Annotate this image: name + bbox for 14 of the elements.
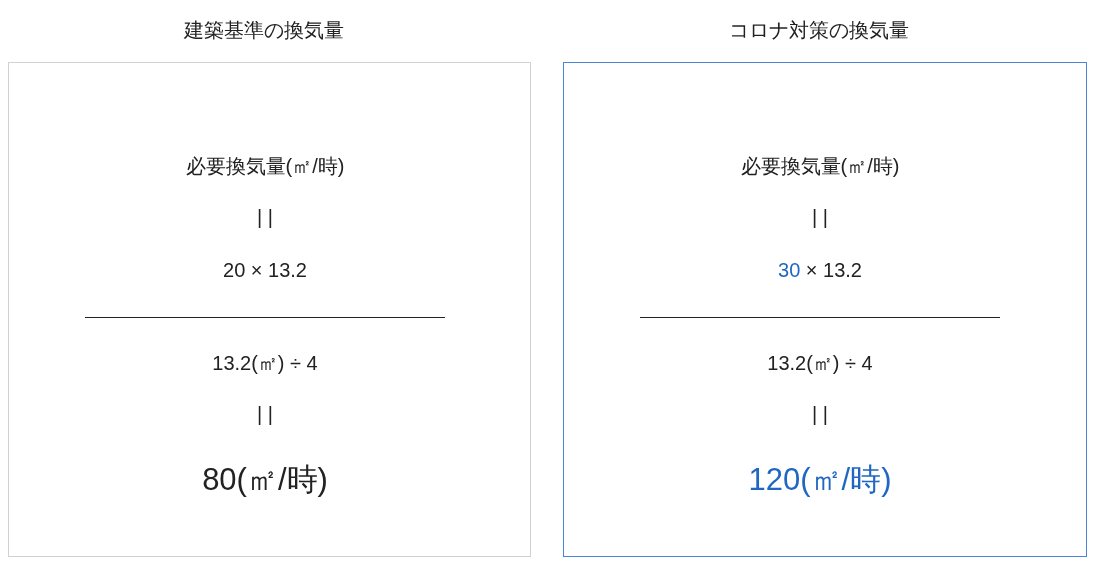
formula-text: 必要換気量(㎡/時) bbox=[185, 154, 345, 178]
formula-text: 20 × 13.2 bbox=[223, 258, 307, 282]
result-text: 80(㎡/時) bbox=[202, 462, 328, 498]
result-text: 120(㎡/時) bbox=[748, 462, 892, 498]
formula-text: 30 × 13.2 bbox=[778, 258, 862, 282]
equals-sign: | | bbox=[257, 205, 273, 229]
panel-heading: コロナ対策の換気量 bbox=[729, 18, 909, 42]
formula-text: 13.2(㎡) ÷ 4 bbox=[212, 351, 318, 375]
formula-text: 必要換気量(㎡/時) bbox=[740, 154, 900, 178]
equals-sign: | | bbox=[257, 402, 273, 426]
equals-sign: | | bbox=[812, 402, 828, 426]
panel-heading: 建築基準の換気量 bbox=[184, 18, 344, 42]
formula-text: 13.2(㎡) ÷ 4 bbox=[767, 351, 873, 375]
equals-sign: | | bbox=[812, 205, 828, 229]
